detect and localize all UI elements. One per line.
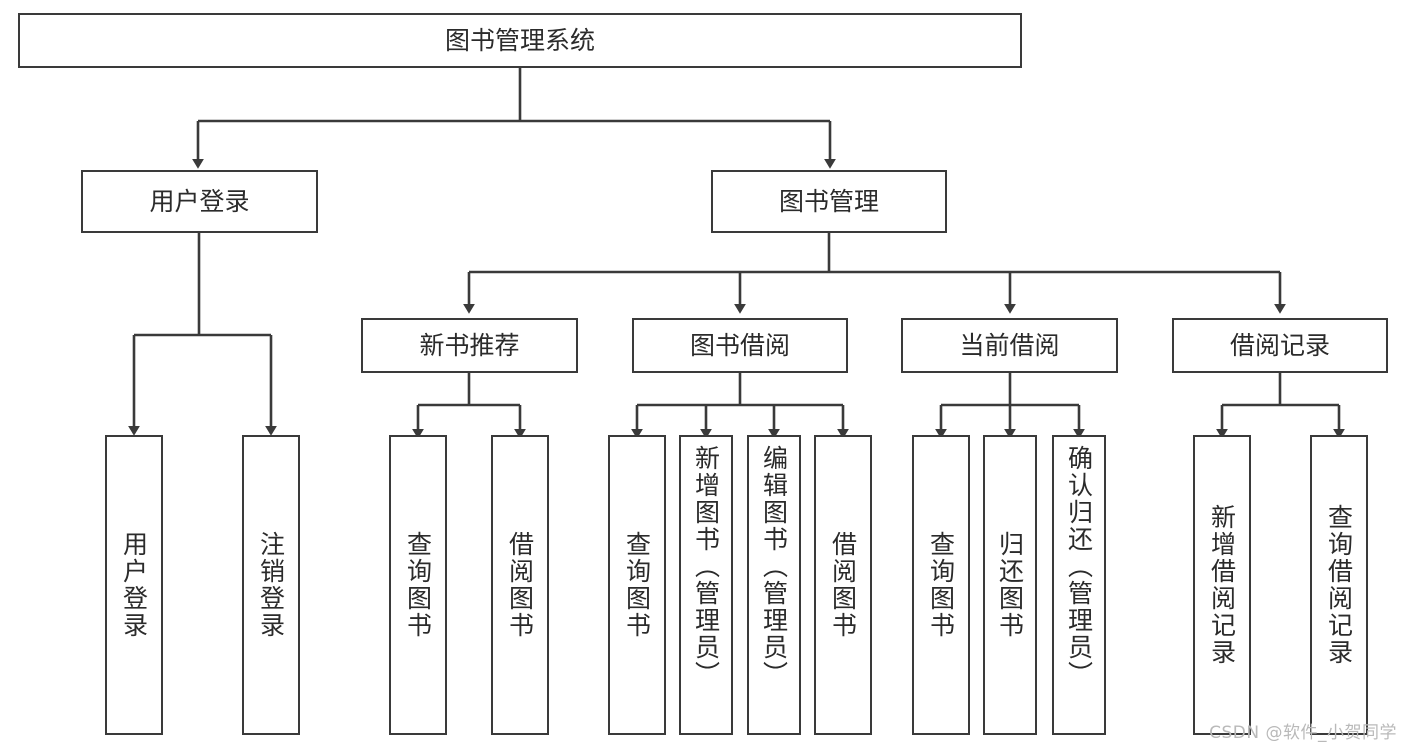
leaf-query-borrow-record[interactable]: 查询借阅记录 [1310, 435, 1368, 735]
node-new-book-recommendation[interactable]: 新书推荐 [361, 318, 578, 373]
leaf-logout[interactable]: 注销登录 [242, 435, 300, 735]
leaf-add-book-admin[interactable]: 新增图书（管理员） [679, 435, 733, 735]
node-label: 注销登录 [256, 531, 286, 639]
leaf-return-books[interactable]: 归还图书 [983, 435, 1037, 735]
node-label: 查询借阅记录 [1324, 504, 1354, 666]
node-user-login[interactable]: 用户登录 [81, 170, 318, 233]
leaf-borrow-books[interactable]: 借阅图书 [814, 435, 872, 735]
node-label: 图书管理系统 [444, 25, 595, 55]
node-book-borrowing[interactable]: 图书借阅 [632, 318, 848, 373]
leaf-query-books-borrowing[interactable]: 查询图书 [608, 435, 666, 735]
node-label: 图书借阅 [689, 330, 790, 360]
node-label: 查询图书 [926, 531, 956, 639]
leaf-user-login[interactable]: 用户登录 [105, 435, 163, 735]
node-book-management[interactable]: 图书管理 [711, 170, 947, 233]
leaf-query-books-current[interactable]: 查询图书 [912, 435, 970, 735]
node-label: 查询图书 [622, 531, 652, 639]
watermark-text: CSDN @软件_小贺同学 [1209, 723, 1397, 743]
leaf-borrow-books-recommendation[interactable]: 借阅图书 [491, 435, 549, 735]
leaf-confirm-return-admin[interactable]: 确认归还（管理员） [1052, 435, 1106, 735]
node-label: 图书管理 [778, 186, 879, 216]
node-root-book-management-system[interactable]: 图书管理系统 [18, 13, 1022, 68]
leaf-edit-book-admin[interactable]: 编辑图书（管理员） [747, 435, 801, 735]
leaf-query-books-recommendation[interactable]: 查询图书 [389, 435, 447, 735]
node-label: 用户登录 [119, 531, 149, 639]
leaf-add-borrow-record[interactable]: 新增借阅记录 [1193, 435, 1251, 735]
node-label: 新书推荐 [419, 330, 520, 360]
node-borrowing-records[interactable]: 借阅记录 [1172, 318, 1388, 373]
node-current-borrowing[interactable]: 当前借阅 [901, 318, 1118, 373]
node-label: 借阅记录 [1229, 330, 1330, 360]
node-label: 用户登录 [149, 186, 250, 216]
node-label: 编辑图书（管理员） [759, 445, 789, 688]
node-label: 借阅图书 [828, 531, 858, 639]
node-label: 确认归还（管理员） [1064, 445, 1094, 688]
node-label: 新增图书（管理员） [691, 445, 721, 688]
node-label: 归还图书 [995, 531, 1025, 639]
node-label: 借阅图书 [505, 531, 535, 639]
node-label: 查询图书 [403, 531, 433, 639]
node-label: 当前借阅 [959, 330, 1060, 360]
node-label: 新增借阅记录 [1207, 504, 1237, 666]
